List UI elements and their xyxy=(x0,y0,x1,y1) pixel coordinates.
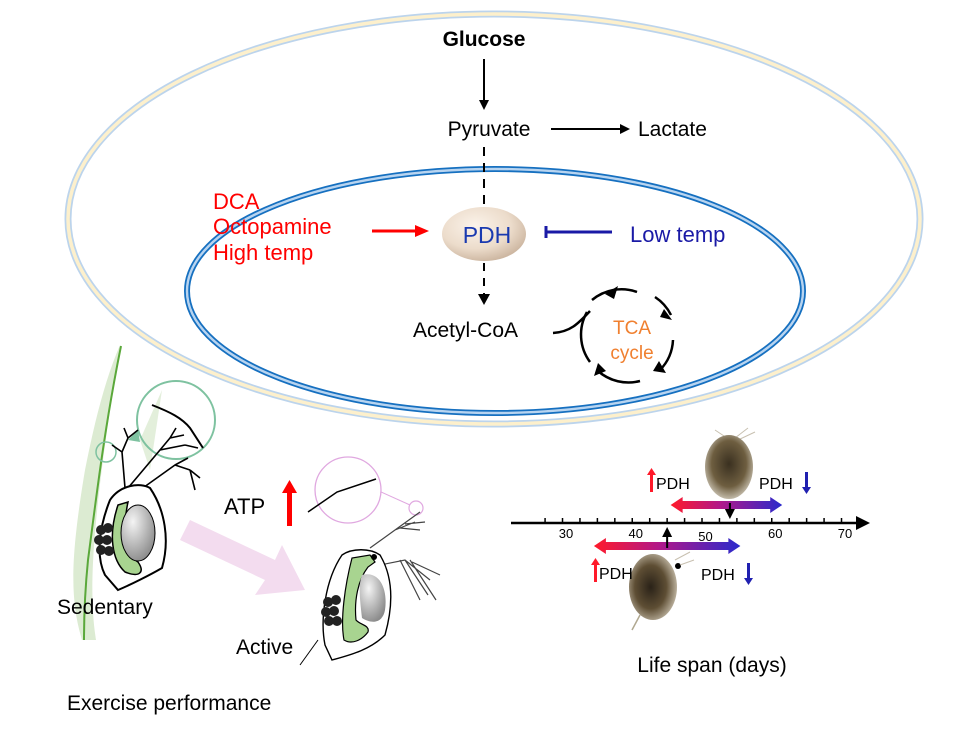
pdh-to-acetylcoa-arrowhead xyxy=(478,294,490,305)
pdh-label: PDH xyxy=(463,222,512,248)
lower-right-pdh-down: PDH xyxy=(701,563,753,585)
activator-dca: DCA xyxy=(213,189,260,214)
axis-tick-label: 30 xyxy=(559,526,573,541)
axis-tick-label: 70 xyxy=(838,526,852,541)
lifespan-panel: 30 40 50 60 70 PDH PDH PDH PDH Life span (da… xyxy=(511,427,870,677)
axis-tick-label: 40 xyxy=(629,526,643,541)
sedentary-zoom-circle xyxy=(95,380,216,470)
upper-right-pdh-down: PDH xyxy=(759,472,811,494)
tca-arrowheads xyxy=(594,286,672,376)
mitochondrion-membrane xyxy=(184,166,806,416)
inhibition-bar xyxy=(544,226,612,238)
tca-label-line1: TCA xyxy=(613,318,651,339)
sedentary-eggs xyxy=(94,523,114,556)
atp-label: ATP xyxy=(224,494,265,519)
axis-ticks xyxy=(544,518,843,523)
exercise-caption: Exercise performance xyxy=(67,692,271,715)
atp-up-arrow xyxy=(282,480,297,526)
axis-tick-label: 60 xyxy=(768,526,782,541)
median-marker-arrowhead xyxy=(662,527,673,537)
lower-left-pdh-up: PDH xyxy=(591,558,633,583)
lifespan-caption: Life span (days) xyxy=(637,654,786,677)
range-double-arrow xyxy=(670,497,783,513)
pdh-enzyme: PDH xyxy=(442,207,526,261)
active-label: Active xyxy=(236,636,293,659)
activator-high-temp: High temp xyxy=(213,240,313,265)
activator-octopamine: Octopamine xyxy=(213,214,332,239)
lactate-label: Lactate xyxy=(638,118,707,141)
sedentary-label: Sedentary xyxy=(57,596,153,619)
sedentary-daphnia-illustration xyxy=(94,427,201,592)
upper-right-pdh-label: PDH xyxy=(759,476,793,493)
upper-left-pdh-up: PDH xyxy=(647,468,690,493)
active-eggs xyxy=(321,595,342,626)
cell-membrane xyxy=(64,10,924,428)
upper-daphnia-photo xyxy=(705,427,756,499)
tca-label-line2: cycle xyxy=(610,343,653,364)
active-zoom-circle xyxy=(307,456,424,524)
median-marker-arrowhead xyxy=(724,509,735,519)
lower-daphnia-photo xyxy=(629,551,695,631)
sedentary-to-active-arrow xyxy=(180,520,305,595)
acetyl-coa-label: Acetyl-CoA xyxy=(413,319,518,342)
active-daphnia-illustration xyxy=(299,511,441,666)
axis-tick-labels: 30 40 50 60 70 xyxy=(559,526,852,544)
upper-left-pdh-label: PDH xyxy=(656,476,690,493)
activation-arrow xyxy=(372,225,429,237)
upper-lifespan-range-bar xyxy=(670,497,783,519)
inhibitor-low-temp: Low temp xyxy=(630,222,725,247)
pyruvate-label: Pyruvate xyxy=(448,118,531,141)
axis-tick-label: 50 xyxy=(698,529,712,544)
lifespan-axis-arrowhead xyxy=(856,516,870,530)
lower-left-pdh-label: PDH xyxy=(599,566,633,583)
plant-stem-illustration xyxy=(73,345,122,641)
glucose-label: Glucose xyxy=(443,28,526,51)
activators: DCA Octopamine High temp xyxy=(213,189,332,265)
lower-lifespan-range-bar xyxy=(593,527,741,554)
lower-right-pdh-label: PDH xyxy=(701,567,735,584)
